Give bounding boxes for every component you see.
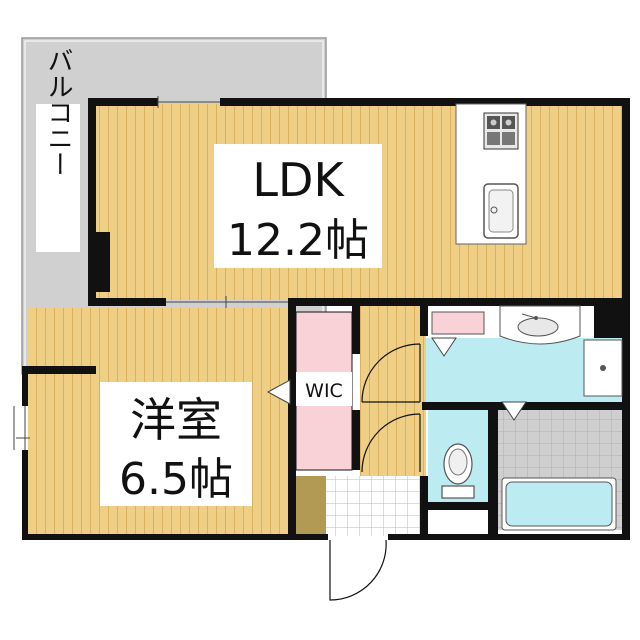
washing-machine-icon (583, 339, 623, 397)
ldk-size: 12.2帖 (227, 215, 369, 266)
balcony-label: バルコニー (36, 47, 80, 252)
western-room-name: 洋室 (130, 393, 222, 447)
ldk-name: LDK (252, 153, 345, 207)
hallway-floor (360, 306, 426, 476)
vanity-icon (499, 305, 581, 345)
kitchen-sink-icon (483, 183, 519, 239)
entrance-floor (326, 476, 420, 536)
western-room-size: 6.5帖 (119, 454, 233, 505)
bathtub-icon (501, 477, 617, 531)
stove-icon (483, 112, 519, 150)
wic-label: WIC (296, 372, 352, 406)
svg-text:WIC: WIC (305, 380, 343, 402)
doors (266, 337, 527, 601)
shoe-box (296, 476, 326, 536)
svg-text:バルコニー: バルコニー (43, 47, 73, 177)
western-room-label: 洋室 6.5帖 (100, 382, 252, 506)
toilet-icon (441, 443, 475, 499)
ldk-label: LDK 12.2帖 (214, 144, 382, 268)
windows (13, 96, 288, 450)
washroom-cabinet (431, 311, 485, 335)
kitchen-counter (455, 103, 527, 245)
